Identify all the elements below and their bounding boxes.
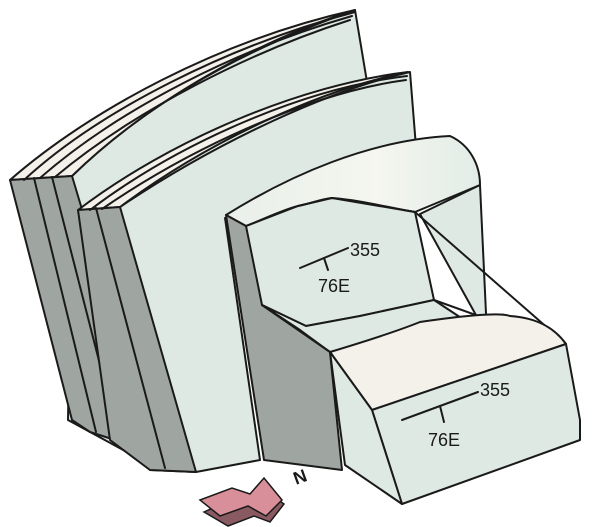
dip-label-lower: 76E	[428, 430, 460, 450]
strike-label-upper: 355	[350, 240, 380, 260]
dip-label-upper: 76E	[318, 276, 350, 296]
strike-label-lower: 355	[480, 380, 510, 400]
north-arrow: N	[200, 465, 310, 526]
north-label: N	[291, 465, 310, 488]
